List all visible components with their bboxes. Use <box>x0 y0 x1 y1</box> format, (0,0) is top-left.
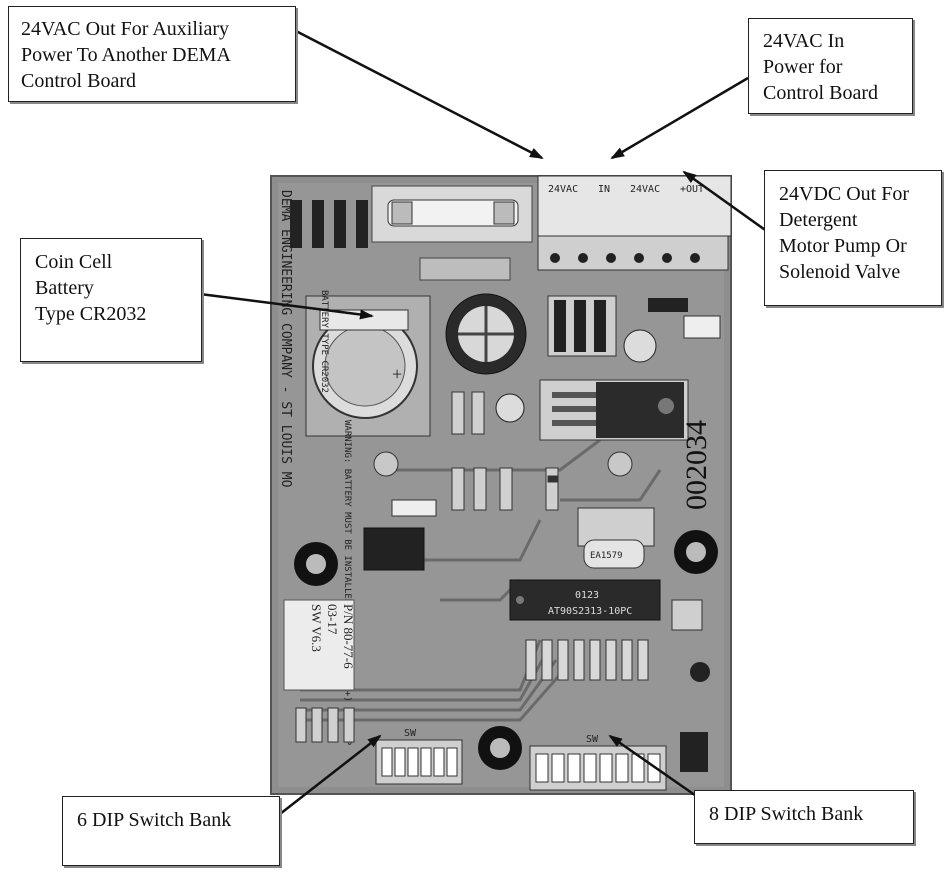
microcontroller <box>509 579 661 621</box>
sw-label-8: SW <box>586 734 599 745</box>
label-date: 03-17 <box>325 604 340 635</box>
callout-power-in: 24VAC In Power for Control Board <box>748 18 913 114</box>
capacitor <box>445 293 657 423</box>
callout-aux-power: 24VAC Out For Auxiliary Power To Another… <box>8 6 296 102</box>
diode-row <box>290 200 368 248</box>
header-pins <box>671 599 710 772</box>
handwritten-code: 002034 <box>680 420 713 510</box>
warning-text: WARNING: BATTERY MUST BE INSTALLED WITH … <box>342 420 352 746</box>
coin-cell-battery: + <box>305 295 431 437</box>
callout-coin-cell: Coin Cell Battery Type CR2032 <box>20 238 202 362</box>
resistors <box>451 391 559 511</box>
arrow-dip6 <box>279 734 382 815</box>
battery-type-text: BATTERY TYPE CR2032 <box>319 290 329 393</box>
terminal-label: 24VAC <box>548 184 578 195</box>
callout-detergent-out: 24VDC Out For Detergent Motor Pump Or So… <box>764 170 942 306</box>
label-sw: SW V6.3 <box>309 604 324 652</box>
svg-text:+: + <box>392 364 402 384</box>
callout-dip8: 8 DIP Switch Bank <box>694 790 914 844</box>
dip-switch-8 <box>529 745 667 791</box>
crystal-label: EA1579 <box>590 551 623 561</box>
crystal <box>577 507 655 569</box>
resistor-array <box>525 639 649 681</box>
callout-dip6: 6 DIP Switch Bank <box>62 796 280 866</box>
part-number-label <box>283 599 355 691</box>
terminal-label: +OUT- <box>680 184 710 195</box>
label-pn: P/N 80-77-6 <box>341 604 356 669</box>
arrow-detergent-out <box>682 170 769 234</box>
arrow-power-in <box>610 76 749 160</box>
terminal-label: IN <box>598 184 610 195</box>
maker-text: DEMA ENGINEERING COMPANY - ST LOUIS MO <box>278 190 293 488</box>
terminal-block <box>537 175 732 271</box>
terminal-label: 24VAC <box>630 184 660 195</box>
voltage-regulator <box>539 379 689 441</box>
diode-group <box>547 295 721 357</box>
chip-label: AT90S2313-10PC <box>548 606 632 617</box>
arrow-aux-power <box>293 28 544 160</box>
fuse <box>371 185 533 281</box>
arrow-coin-cell <box>199 292 374 320</box>
arrow-dip8 <box>608 734 703 802</box>
sw-label-6: SW <box>404 728 417 739</box>
chip-code: 0123 <box>575 590 599 601</box>
dip-switch-6 <box>375 739 463 785</box>
